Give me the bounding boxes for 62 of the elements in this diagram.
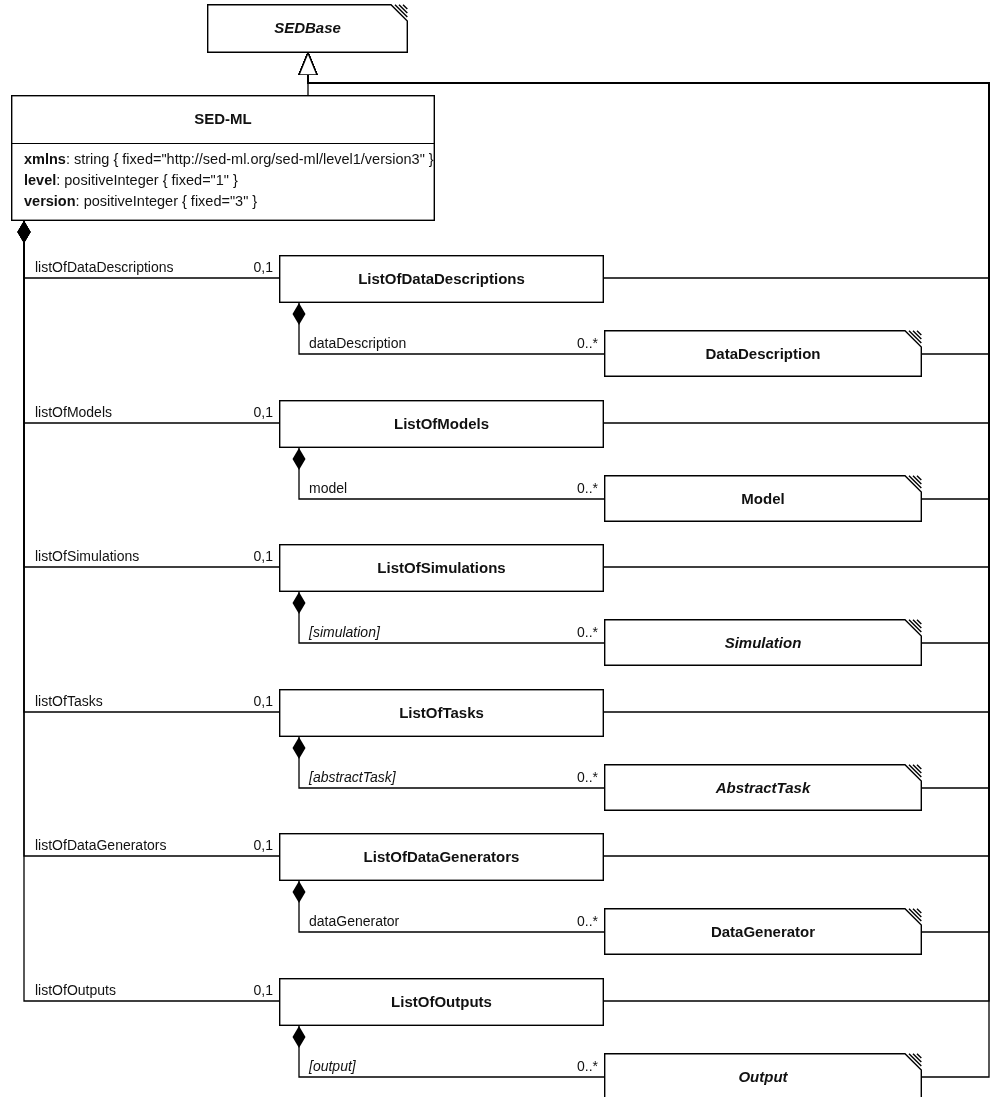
class-name: Output: [737, 1067, 789, 1085]
multiplicity-label: 0..*: [575, 335, 600, 351]
class-box: [604, 619, 922, 666]
role-label: [abstractTask]: [307, 769, 398, 785]
class-box: [604, 1053, 922, 1097]
class-name: SEDBase: [273, 18, 342, 36]
class-name: ListOfSimulations: [376, 558, 507, 576]
composition-line: [292, 302, 605, 355]
role-label: listOfModels: [33, 404, 115, 420]
class-name: ListOfTasks: [398, 703, 485, 721]
class-box: [604, 908, 922, 955]
class-name: ListOfDataGenerators: [362, 847, 521, 865]
multiplicity-label: 0,1: [251, 259, 275, 275]
composition-line: [292, 591, 605, 644]
class-name: DataGenerator: [709, 922, 817, 940]
class-box: [604, 475, 922, 522]
class-box: [279, 978, 604, 1026]
class-name: ListOfModels: [393, 414, 490, 432]
role-label: [output]: [307, 1058, 358, 1074]
multiplicity-label: 0..*: [575, 1058, 600, 1074]
composition-line: [292, 880, 605, 933]
class-box: [279, 400, 604, 448]
role-label: listOfDataDescriptions: [33, 259, 176, 275]
class-box: [279, 833, 604, 881]
multiplicity-label: 0,1: [251, 404, 275, 420]
role-label: [simulation]: [307, 624, 382, 640]
class-box: [604, 330, 922, 377]
role-label: dataDescription: [307, 335, 409, 351]
multiplicity-label: 0,1: [251, 837, 275, 853]
role-label: listOfDataGenerators: [33, 837, 169, 853]
class-box: [604, 764, 922, 811]
class-box: [279, 544, 604, 592]
multiplicity-label: 0,1: [251, 693, 275, 709]
role-label: listOfSimulations: [33, 548, 142, 564]
role-label: dataGenerator: [307, 913, 402, 929]
multiplicity-label: 0,1: [251, 548, 275, 564]
class-name: DataDescription: [704, 344, 822, 362]
role-label: listOfTasks: [33, 693, 105, 709]
composition-line: [292, 1025, 605, 1078]
class-box: [207, 4, 408, 53]
class-name: ListOfOutputs: [390, 992, 493, 1010]
class-name: ListOfDataDescriptions: [357, 269, 526, 287]
multiplicity-label: 0..*: [575, 624, 600, 640]
class-name: SED-ML: [193, 110, 253, 127]
composition-line: [17, 220, 280, 1002]
class-box: [279, 689, 604, 737]
role-label: listOfOutputs: [33, 982, 118, 998]
class-name: Model: [740, 489, 786, 507]
attribute-text: xmlns: string { fixed="http://sed-ml.org/sed-ml/level1/version3" }: [24, 151, 434, 167]
class-box: [11, 95, 435, 221]
class-box: [279, 255, 604, 303]
composition-line: [292, 447, 605, 500]
multiplicity-label: 0..*: [575, 913, 600, 929]
attribute-text: version: positiveInteger { fixed="3" }: [24, 193, 258, 209]
role-label: model: [307, 480, 350, 496]
attribute-text: level: positiveInteger { fixed="1" }: [24, 172, 238, 188]
multiplicity-label: 0,1: [251, 982, 275, 998]
class-name: AbstractTask: [714, 778, 812, 796]
multiplicity-label: 0..*: [575, 480, 600, 496]
multiplicity-label: 0..*: [575, 769, 600, 785]
composition-line: [292, 736, 605, 789]
class-name: Simulation: [723, 633, 803, 651]
